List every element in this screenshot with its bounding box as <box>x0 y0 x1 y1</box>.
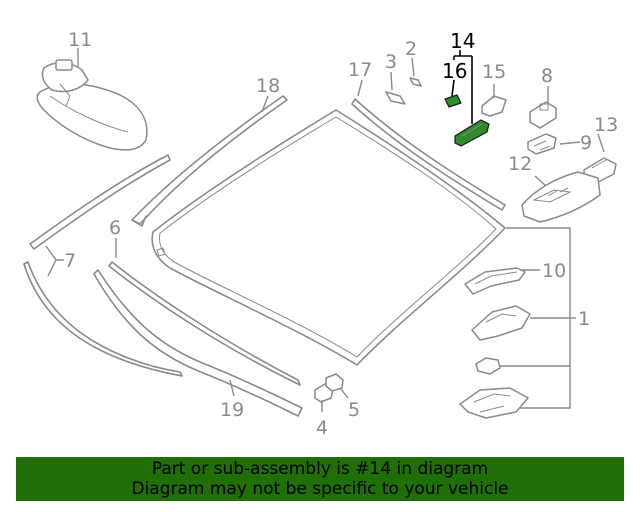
label-1: 1 <box>578 308 590 330</box>
label-2: 2 <box>405 38 417 60</box>
side-molding-part-6 <box>108 261 301 386</box>
label-19: 19 <box>220 399 244 421</box>
label-6: 6 <box>109 217 121 239</box>
bracket-assembly-part-1a <box>471 305 531 341</box>
label-13: 13 <box>594 114 618 136</box>
info-banner: Part or sub-assembly is #14 in diagram D… <box>16 457 624 501</box>
pad-part-2 <box>409 77 422 87</box>
highlighted-pad-part-16 <box>444 94 462 108</box>
label-9: 9 <box>580 132 592 154</box>
clip-part-9 <box>527 133 557 155</box>
parts-diagram: 11 18 17 3 2 14 16 15 8 13 9 12 10 1 7 6… <box>23 29 618 439</box>
highlighted-part-14 <box>454 119 490 147</box>
label-16: 16 <box>442 59 467 83</box>
label-8: 8 <box>541 65 553 87</box>
sensor-housing-part-12 <box>521 171 601 223</box>
label-4: 4 <box>316 417 328 439</box>
label-7: 7 <box>64 250 76 272</box>
label-11: 11 <box>68 29 92 51</box>
label-14: 14 <box>450 29 475 53</box>
roof-molding-part-17 <box>351 98 506 211</box>
banner-line-1: Part or sub-assembly is #14 in diagram <box>151 459 489 479</box>
part-labels: 11 18 17 3 2 14 16 15 8 13 9 12 10 1 7 6… <box>64 29 618 439</box>
label-3: 3 <box>385 51 397 73</box>
bracket-part-15 <box>481 95 507 117</box>
leader-lines <box>45 48 605 412</box>
connector-part-8 <box>529 101 557 129</box>
lower-molding-part-19 <box>93 269 303 417</box>
rearview-mirror-part-11 <box>36 59 148 151</box>
label-17: 17 <box>348 59 372 81</box>
pad-part-3 <box>385 91 406 105</box>
label-18: 18 <box>256 75 280 97</box>
banner-line-2: Diagram may not be specific to your vehi… <box>131 479 509 499</box>
windshield-glass <box>151 109 506 366</box>
cover-part-10 <box>464 267 526 295</box>
pillar-trim-part-7 <box>23 154 183 377</box>
label-10: 10 <box>542 260 566 282</box>
label-15: 15 <box>482 61 506 83</box>
clip-part-5 <box>325 373 344 392</box>
label-12: 12 <box>508 153 532 175</box>
bracket-assembly-part-1c <box>459 387 529 419</box>
upper-molding-part-18 <box>131 95 288 227</box>
bracket-assembly-part-1b <box>475 357 501 375</box>
label-5: 5 <box>348 399 360 421</box>
